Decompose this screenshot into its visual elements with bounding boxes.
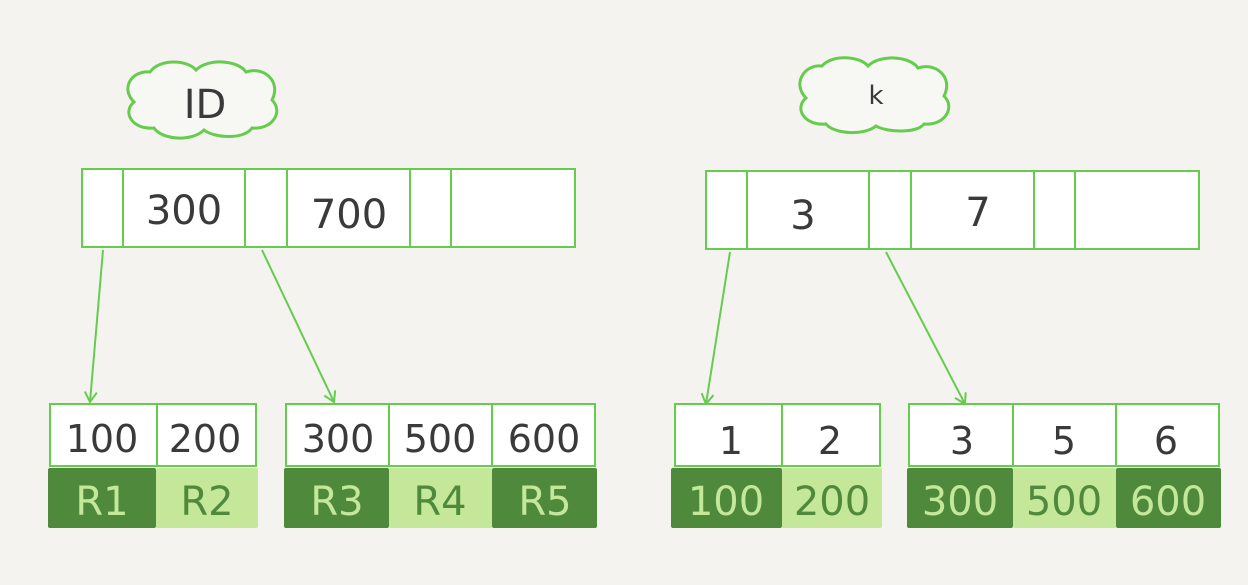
right-root-frame: [705, 170, 1200, 250]
leaf-key: 6: [1154, 419, 1178, 463]
row-label: 200: [794, 479, 870, 525]
row-cell-light: [389, 468, 492, 528]
left-root-frame: [81, 168, 576, 248]
leaf-key: 5: [1052, 419, 1076, 463]
right-pointer-arrow: [700, 251, 731, 406]
leaf-key: 2: [818, 419, 842, 463]
right-root-node: 3 7: [705, 170, 1200, 250]
leaf-key: 100: [66, 417, 139, 461]
left-pointer-arrow: [261, 249, 337, 404]
right-cloud-shape: [798, 56, 951, 134]
row-cell-dark: [284, 468, 389, 528]
right-cloud-label: k: [868, 81, 883, 111]
row-label: R4: [413, 479, 466, 525]
right-root-key: 7: [965, 190, 990, 236]
left-cloud-shape: [126, 60, 279, 140]
right-pointer-arrow: [885, 251, 967, 406]
left-root-node: 300 700: [81, 168, 576, 248]
left-leaf-1: 100 200 R1 R2: [48, 403, 258, 528]
row-cell-light: [782, 468, 882, 528]
right-leaf-2: 3 5 6 300 500 600: [907, 403, 1221, 528]
row-label: 300: [922, 479, 998, 525]
right-cloud: k: [798, 56, 951, 134]
left-pointer-arrow: [83, 249, 104, 404]
row-label: 600: [1130, 479, 1206, 525]
leaf-key-frame: [674, 403, 881, 467]
leaf-key: 300: [302, 417, 375, 461]
row-cell-dark: [907, 468, 1013, 528]
row-cell-light: [156, 468, 258, 528]
row-label: 100: [688, 479, 764, 525]
left-cloud: ID: [126, 60, 279, 140]
left-root-key: 300: [146, 188, 222, 234]
row-cell-dark: [492, 468, 597, 528]
leaf-key: 500: [404, 417, 477, 461]
leaf-key-frame: [49, 403, 257, 467]
left-tree: ID 300 700 100 200 R1 R2: [48, 60, 597, 528]
row-label: R2: [180, 479, 233, 525]
left-root-key: 700: [311, 192, 387, 238]
leaf-key-frame: [285, 403, 596, 467]
left-cloud-label: ID: [184, 82, 227, 128]
leaf-key: 1: [719, 419, 743, 463]
row-label: 500: [1026, 479, 1102, 525]
right-leaf-1: 1 2 100 200: [671, 403, 882, 528]
right-tree: k 3 7 1 2 100 200: [671, 56, 1221, 528]
row-label: R1: [75, 479, 128, 525]
row-label: R5: [518, 479, 571, 525]
row-cell-dark: [671, 468, 782, 528]
leaf-key: 3: [950, 419, 974, 463]
left-leaf-2: 300 500 600 R3 R4 R5: [284, 403, 597, 528]
row-cell-dark: [48, 468, 156, 528]
leaf-key: 600: [508, 417, 581, 461]
leaf-key: 200: [169, 417, 242, 461]
row-label: R3: [310, 479, 363, 525]
row-cell-light: [1013, 468, 1116, 528]
leaf-key-frame: [908, 403, 1220, 467]
row-cell-dark: [1116, 468, 1221, 528]
right-root-key: 3: [790, 193, 815, 239]
